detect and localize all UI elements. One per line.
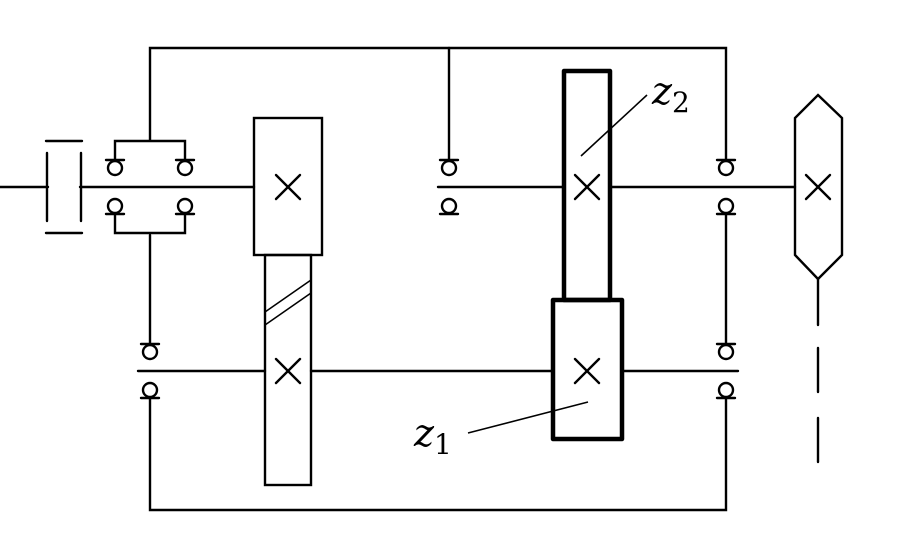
gear-left-upper	[252, 116, 324, 257]
bearing-input-left	[104, 158, 126, 216]
housing-frame	[148, 46, 728, 512]
bearing-left-lower	[139, 342, 161, 400]
bearing-input-right	[174, 158, 196, 216]
bearings	[104, 158, 737, 400]
coupling	[44, 139, 84, 235]
output-sprocket	[793, 93, 844, 281]
gear-z2	[561, 68, 613, 303]
label-z1: z1	[413, 411, 452, 461]
leader-line-z1	[467, 401, 589, 434]
gear-z1	[550, 297, 625, 442]
bearing-block-input	[113, 139, 187, 235]
label-z2: z2	[651, 69, 690, 119]
bearing-right-upper	[715, 158, 737, 216]
bearing-mid-upper	[438, 158, 460, 216]
bearing-right-lower	[715, 342, 737, 400]
gear-left-lower-helical	[263, 253, 313, 487]
leader-line-z2	[580, 94, 648, 157]
